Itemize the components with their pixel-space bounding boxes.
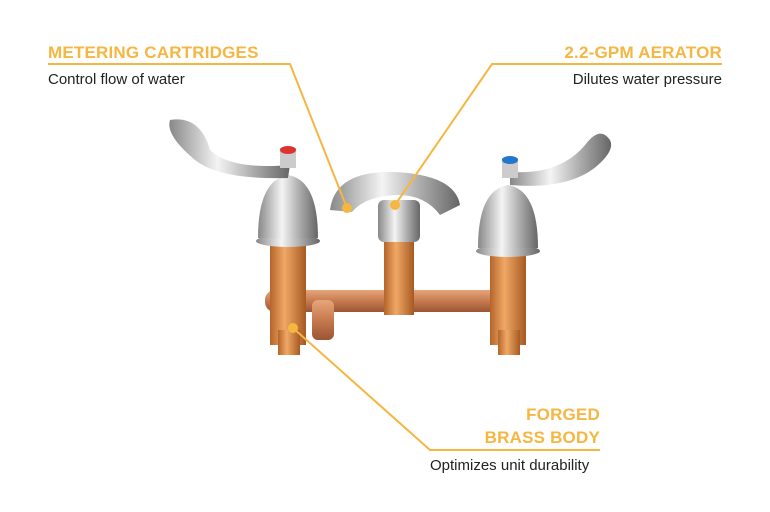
metering-cartridges-title: METERING CARTRIDGES [48,43,259,62]
brass-body-subtitle: Optimizes unit durability [430,457,590,474]
metering-cartridges-marker [342,203,352,213]
aerator-subtitle: Dilutes water pressure [572,71,722,88]
metering-cartridges-subtitle: Control flow of water [48,71,185,88]
brass-body-title-line2: BRASS BODY [484,428,600,447]
brass-body-marker [288,323,298,333]
brass-body-title-line1: FORGED [526,405,600,424]
callout-lines [48,63,722,451]
chrome-fixtures [169,119,612,257]
aerator-title: 2.2-GPM AERATOR [564,43,722,62]
brass-body [265,240,526,355]
aerator-marker [390,200,400,210]
